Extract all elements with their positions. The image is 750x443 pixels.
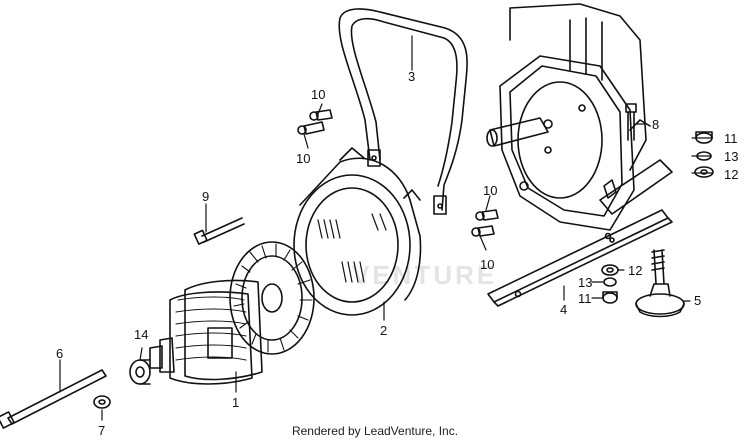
callout-part-5: 5 [694,293,702,308]
callout-part-10-a: 10 [311,87,326,102]
callout-part-12-a: 12 [724,167,739,182]
callout-part-1: 1 [232,395,240,410]
rotor-assembly-part [149,241,315,385]
bolt-9-part [193,217,245,245]
callout-part-11-a: 11 [724,131,738,146]
callout-part-12-b: 12 [628,263,643,278]
callout-part-6: 6 [56,346,64,361]
nut-washer-stack-right [694,131,714,178]
rubber-mount-part [635,249,685,318]
bolt-10-left-part [297,109,333,135]
callout-part-9: 9 [202,189,210,204]
support-rail-part [487,209,673,307]
callout-part-4: 4 [560,302,568,317]
stator-housing-part [293,147,422,316]
callout-part-13-b: 13 [578,275,593,290]
callout-part-10-d: 10 [480,257,495,272]
bearing-part [129,359,151,385]
bolt-8-part [625,103,637,141]
watermark-text: VENTURE [352,260,497,290]
callout-part-13-a: 13 [724,149,739,164]
washer-7-part [93,395,111,409]
callout-part-10-b: 10 [296,151,311,166]
through-bolt-part [0,369,107,429]
callout-part-8: 8 [652,117,660,132]
bolt-10-right-part [471,209,499,237]
render-credit-footer: Rendered by LeadVenture, Inc. [291,424,459,438]
engine-block-part [486,3,673,231]
callout-part-3: 3 [408,69,416,84]
callout-part-14: 14 [134,327,149,342]
frame-handle-part [338,8,468,215]
callout-part-11-b: 11 [578,291,592,306]
nut-washer-stack-lower [601,264,619,304]
callout-part-10-c: 10 [483,183,498,198]
callout-part-2: 2 [380,323,388,338]
callout-part-7: 7 [98,423,106,438]
